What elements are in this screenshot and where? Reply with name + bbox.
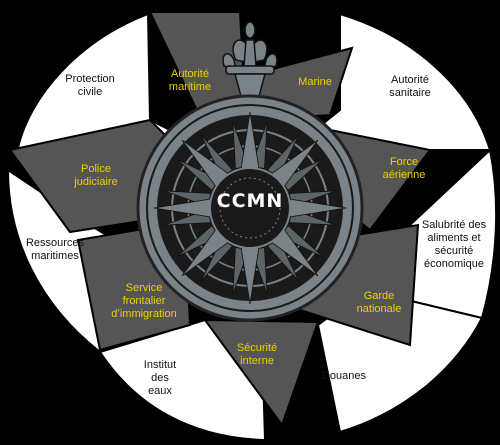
sector-protection-civile xyxy=(16,12,211,151)
label-autorite-maritime: Autorité maritime xyxy=(168,68,212,93)
label-protection-civile: Protection civile xyxy=(65,73,115,98)
compass-rose-icon xyxy=(136,94,364,322)
label-securite-interne: Sécurité interne xyxy=(236,342,278,367)
label-institut-des-eaux: Institut des eaux xyxy=(143,359,177,397)
sector-institut xyxy=(98,318,267,442)
label-force-aerienne: Force aérienne xyxy=(382,156,426,181)
label-service-frontalier: Service frontalier d’immigration xyxy=(111,282,177,320)
label-salubrite: Salubrité des aliments et sécurité écono… xyxy=(421,219,487,270)
label-ressources-maritimes: Ressources maritimes xyxy=(25,237,85,262)
center-acronym: CCMN xyxy=(216,190,284,212)
label-garde-nationale: Garde nationale xyxy=(356,290,402,315)
label-marine: Marine xyxy=(298,76,332,88)
label-douanes: Douanes xyxy=(321,370,367,382)
label-police-judiciaire: Police judiciaire xyxy=(74,163,118,188)
star-point-securite-interne xyxy=(203,318,320,428)
compass-points xyxy=(153,111,347,305)
fleur-de-lis-crest-icon xyxy=(222,21,278,101)
label-autorite-sanitaire: Autorité sanitaire xyxy=(389,74,431,99)
